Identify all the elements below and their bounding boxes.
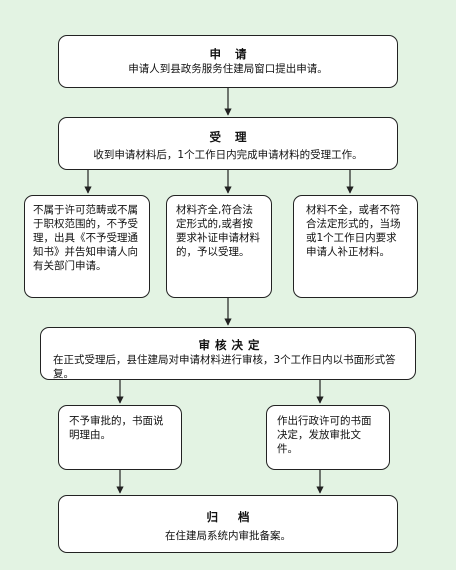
branch-approve-text: 作出行政许可的书面决定，发放审批文件。 [277,415,372,455]
step-apply-text: 申请人到县政务服务住建局窗口提出申请。 [128,63,328,75]
step-accept: 受理 收到申请材料后，1个工作日内完成申请材料的受理工作。 [58,117,398,170]
branch-reject: 不属于许可范畴或不属于职权范围的，不予受理，出具《不予受理通知书》并告知申请人向… [24,195,150,298]
branch-accept-text: 材料齐全,符合法定形式的,或者按要求补证申请材料的，予以受理。 [176,204,260,258]
branch-deny-text: 不予审批的，书面说明理由。 [69,415,164,441]
step-accept-text: 收到申请材料后，1个工作日内完成申请材料的受理工作。 [93,149,363,161]
step-apply-title: 申请 [209,47,261,61]
step-accept-title: 受理 [209,130,261,144]
step-archive-text: 在住建局系统内审批备案。 [165,530,291,542]
step-review: 审核决定 在正式受理后，县住建局对申请材料进行审核，3个工作日内以书面形式答复。 [40,327,416,380]
step-apply: 申请 申请人到县政务服务住建局窗口提出申请。 [58,35,398,88]
branch-reject-text: 不属于许可范畴或不属于职权范围的，不予受理，出具《不予受理通知书》并告知申请人向… [33,204,138,272]
step-archive: 归档 在住建局系统内审批备案。 [58,495,398,553]
step-archive-title: 归档 [206,510,270,524]
branch-approve: 作出行政许可的书面决定，发放审批文件。 [266,405,390,470]
branch-supplement-text: 材料不全，或者不符合法定形式的，当场或1个工作日内要求申请人补正材料。 [306,204,401,258]
branch-accept: 材料齐全,符合法定形式的,或者按要求补证申请材料的，予以受理。 [166,195,272,298]
step-review-text: 在正式受理后，县住建局对申请材料进行审核，3个工作日内以书面形式答复。 [53,354,396,380]
step-review-title: 审核决定 [198,338,265,352]
branch-supplement: 材料不全，或者不符合法定形式的，当场或1个工作日内要求申请人补正材料。 [293,195,418,298]
branch-deny: 不予审批的，书面说明理由。 [58,405,182,470]
